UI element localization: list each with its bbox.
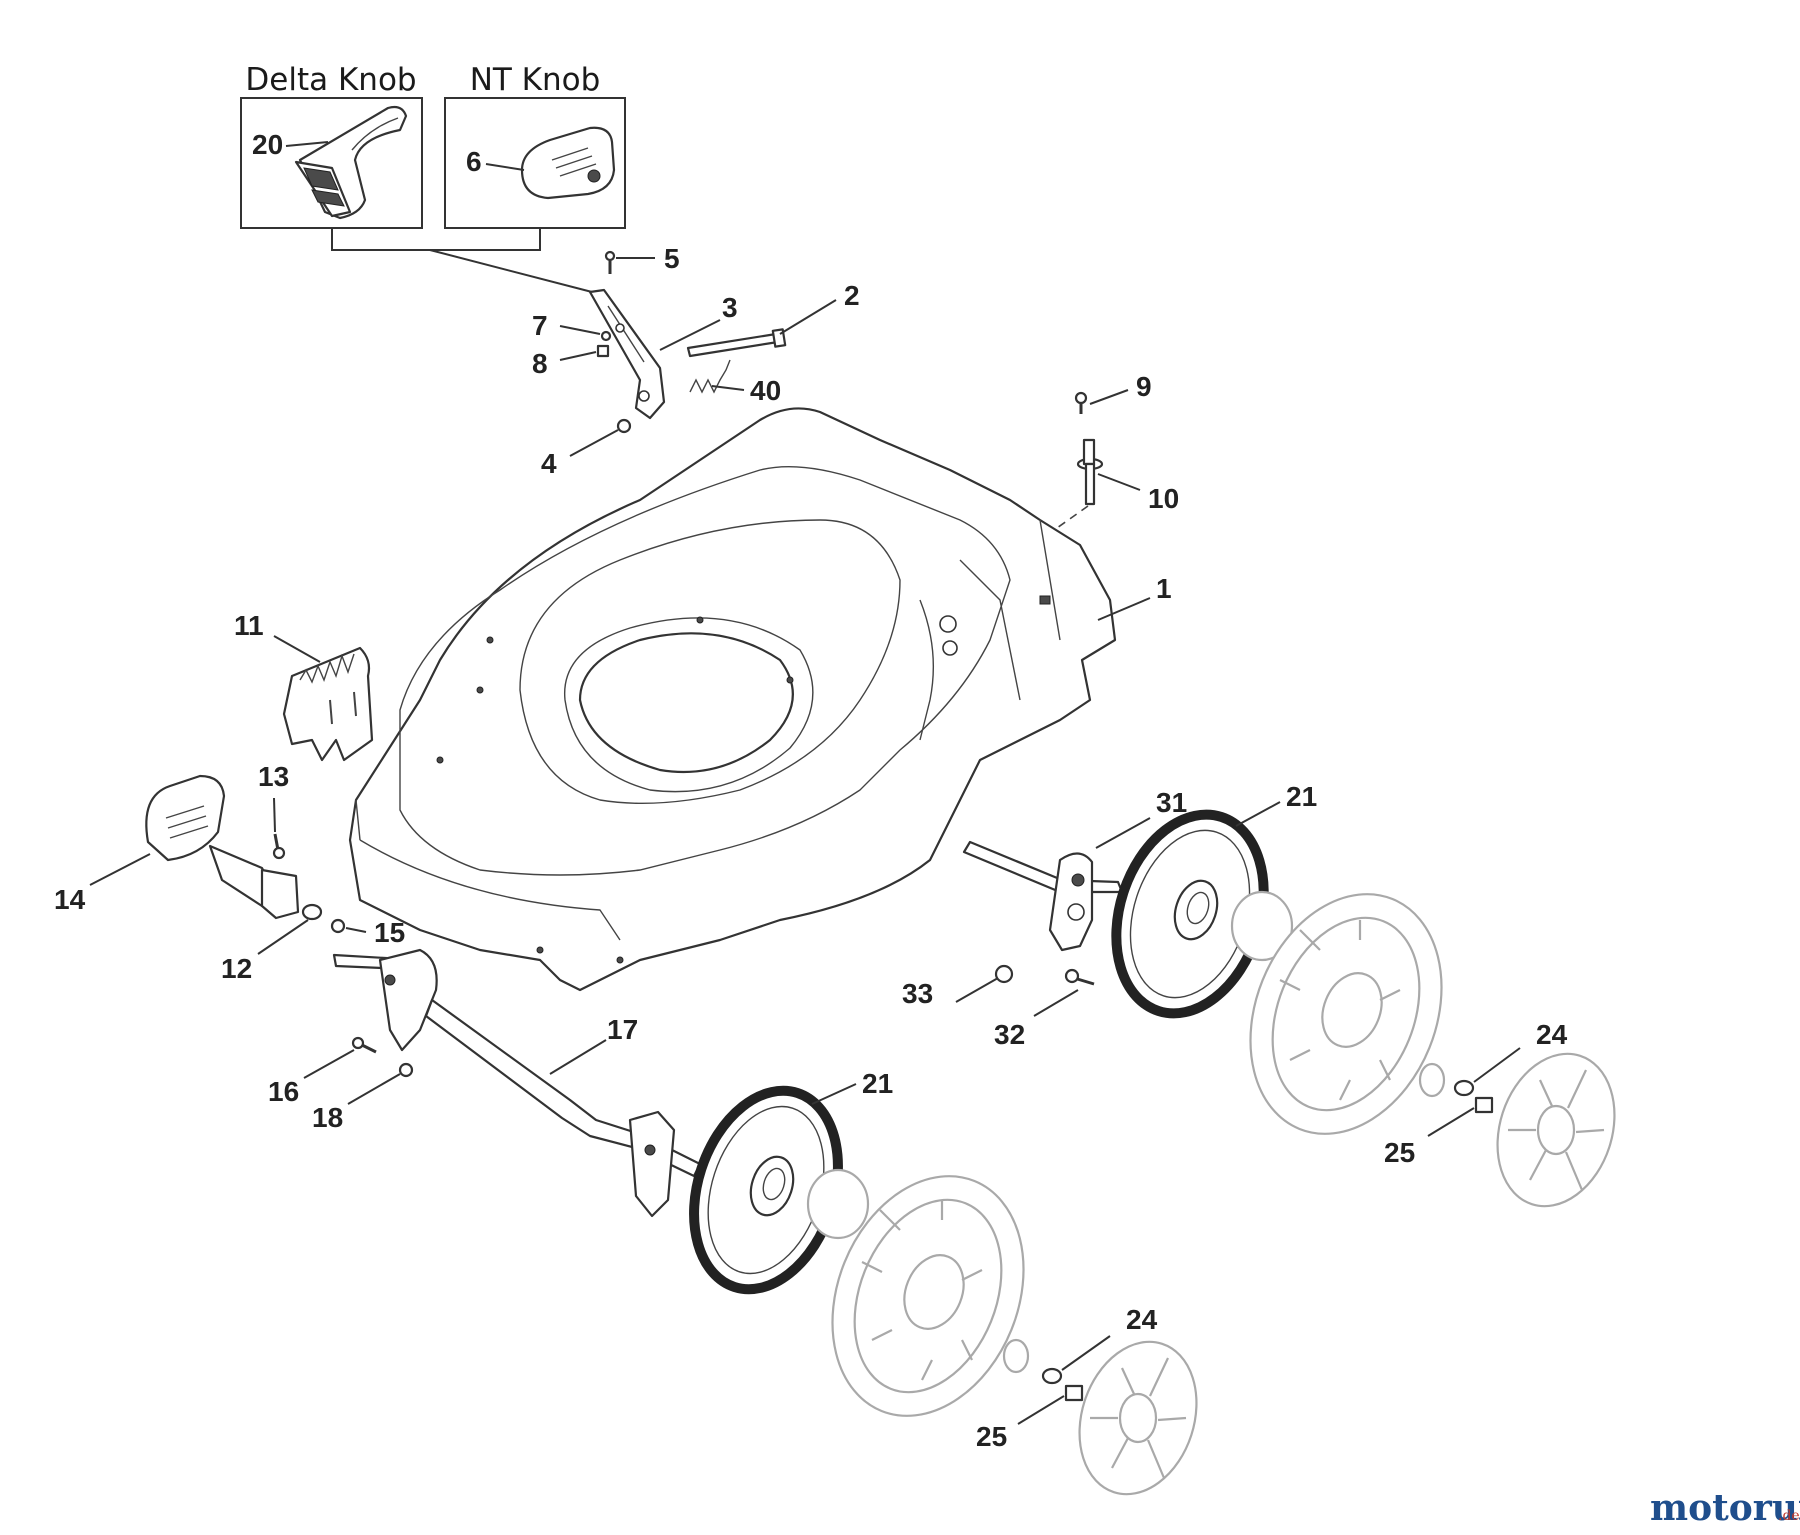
washer-24-front: [1041, 1367, 1063, 1385]
screw-9: [1074, 391, 1088, 414]
callout-24-rear: 24: [1536, 1019, 1568, 1050]
callout-12: 12: [221, 953, 252, 984]
callout-6: 6: [466, 146, 482, 177]
watermark-suffix: .de: [1778, 1508, 1800, 1524]
callout-7: 7: [532, 310, 548, 341]
screw-5: [604, 250, 616, 274]
screw-32: [1064, 968, 1095, 986]
nt-knob-title: NT Knob: [470, 62, 601, 98]
nut-33: [994, 964, 1014, 984]
front-axle-17: [332, 948, 702, 1218]
callout-4: 4: [541, 448, 557, 479]
washer-24-rear: [1453, 1079, 1475, 1097]
callout-17: 17: [607, 1014, 638, 1045]
spring-40: [689, 359, 731, 394]
washer-12: [301, 903, 323, 921]
callout-1: 1: [1156, 573, 1172, 604]
rear-tyre-ghost: [1230, 890, 1446, 1135]
screw-16: [351, 1036, 377, 1054]
callout-31: 31: [1156, 787, 1187, 818]
callout-10: 10: [1148, 483, 1179, 514]
callout-25-rear: 25: [1384, 1137, 1415, 1168]
height-lever: [588, 288, 666, 420]
delta-knob-title: Delta Knob: [245, 62, 416, 98]
callout-3: 3: [722, 292, 738, 323]
inset-bracket: [331, 228, 541, 251]
height-knob-14: [145, 774, 300, 920]
callout-14: 14: [54, 884, 86, 915]
callout-24-front: 24: [1126, 1304, 1158, 1335]
front-hubcap-ghost: [1078, 1340, 1198, 1496]
front-tyre-ghost: [806, 1168, 1030, 1417]
pin-2: [686, 328, 787, 358]
callout-21-front: 21: [862, 1068, 893, 1099]
callout-16: 16: [268, 1076, 299, 1107]
callout-11: 11: [234, 610, 264, 641]
delta-knob-illustration: [294, 105, 408, 220]
callout-9: 9: [1136, 371, 1152, 402]
mower-deck: [348, 407, 1117, 992]
callout-15: 15: [374, 917, 405, 948]
washer-7: [600, 330, 612, 342]
nt-knob-inset: NT Knob 6: [444, 62, 626, 229]
rear-hubcap-ghost: [1496, 1052, 1616, 1208]
callout-18: 18: [312, 1102, 343, 1133]
callout-2: 2: [844, 280, 860, 311]
rod-10: [1076, 438, 1104, 506]
delta-knob-inset: Delta Knob 20: [240, 62, 423, 229]
nt-knob-illustration: [520, 126, 616, 200]
rear-wheel-rim-21: [1111, 809, 1269, 1019]
watermark-brand: motoruf: [1650, 1487, 1800, 1529]
callout-40: 40: [750, 375, 781, 406]
nut-25-rear: [1474, 1096, 1494, 1114]
callout-32: 32: [994, 1019, 1025, 1050]
nut-8: [596, 344, 610, 358]
nut-4: [616, 418, 632, 434]
callout-33: 33: [902, 978, 933, 1009]
rear-axle-31: [962, 840, 1124, 952]
callout-21-rear: 21: [1286, 781, 1317, 812]
callout-25-front: 25: [976, 1421, 1007, 1452]
screw-13: [272, 833, 286, 860]
nut-25-front: [1064, 1384, 1084, 1402]
callout-5: 5: [664, 243, 680, 274]
callout-20: 20: [252, 129, 283, 160]
nut-15: [330, 918, 346, 934]
callout-8: 8: [532, 348, 548, 379]
nut-18: [398, 1062, 414, 1078]
watermark-logo: motoruf .de: [1650, 1487, 1800, 1529]
adjuster-plate-11: [282, 646, 374, 762]
callout-13: 13: [258, 761, 289, 792]
